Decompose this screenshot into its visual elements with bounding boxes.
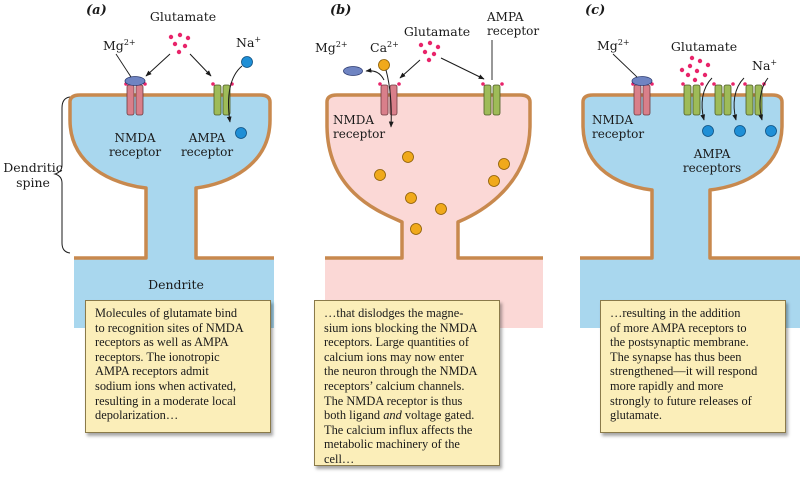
panel-a-caption: Molecules of glutamate bind to recogniti… [85, 300, 271, 433]
panel-b-ca-entry-arrow [385, 69, 394, 128]
panel-a-letter: (a) [86, 3, 107, 18]
panel-a-na-entry-arrow [226, 65, 243, 123]
panel-b-caption-before: …that dislodges the magne- sium ions blo… [324, 306, 478, 423]
panel-c-mg-ion [631, 76, 653, 86]
panel-b-letter: (b) [330, 3, 351, 18]
panel-b-mg-exit-arrow [365, 67, 385, 81]
panel-a-mg-label: Mg2+ [103, 38, 136, 53]
panel-b-glutamate-arrow-nmda [399, 59, 421, 79]
panel-b: (b) Mg2+ Ca2+ Glutamate [315, 3, 543, 328]
panel-c-glutamate-label: Glutamate [671, 39, 737, 54]
panel-c-glutamate-molecules [679, 55, 711, 83]
panel-b-ca-ion-outside [378, 59, 390, 71]
panel-c-mg-label: Mg2+ [597, 38, 630, 53]
panel-a-glutamate-molecules [168, 32, 191, 55]
panel-b-ca-label: Ca2+ [370, 40, 399, 55]
panel-a-dendrite-label: Dendrite [148, 277, 204, 292]
panel-c-na-entry-arrows [700, 77, 769, 121]
side-label-dendritic: Dendritic [3, 160, 62, 175]
panel-b-calcium-ions-inside [374, 151, 510, 235]
panel-b-caption-italic: and [383, 408, 402, 423]
panel-a-na-ion-outside [241, 56, 253, 68]
panel-c-mg-pointer [612, 53, 638, 78]
panel-b-glutamate-label: Glutamate [404, 24, 470, 39]
panel-c-letter: (c) [585, 3, 605, 18]
panel-a-mg-ion [124, 76, 146, 86]
panel-b-spine-fill [327, 95, 530, 258]
panel-c-membrane [580, 93, 800, 260]
panel-b-caption: …that dislodges the magne- sium ions blo… [314, 300, 500, 466]
panel-b-glutamate-arrow-ampa [440, 57, 485, 80]
panel-a-na-ion-inside [235, 127, 247, 139]
panel-c-na-ions-inside [702, 125, 777, 137]
panel-b-caption-after: voltage gated. The calcium influx affect… [324, 408, 475, 466]
panel-a-mg-pointer [115, 53, 132, 78]
panel-b-ampa-receptor [481, 82, 504, 116]
panel-a-na-label: Na+ [236, 35, 261, 50]
panel-c-spine-fill [583, 95, 782, 258]
panel-a-spine-fill [70, 95, 270, 258]
panel-a-glutamate-arrow-ampa [189, 53, 212, 77]
panel-c: (c) Mg2+ [580, 3, 800, 328]
panel-a: (a) Mg2+ Glutamate Na+ [68, 3, 274, 328]
panel-c-na-label: Na+ [752, 58, 777, 73]
side-label-spine: spine [16, 175, 50, 190]
panel-a-glutamate-label: Glutamate [150, 9, 216, 24]
panel-b-membrane [325, 93, 543, 260]
panel-c-caption: …resulting in the addition of more AMPA … [600, 300, 786, 433]
panel-a-membrane [68, 93, 274, 260]
dendritic-spine-bracket [53, 96, 71, 254]
panel-b-glutamate-molecules [418, 40, 441, 63]
panel-a-glutamate-arrow-nmda [145, 53, 171, 77]
panel-b-mg-ion [343, 66, 363, 76]
panel-b-mg-label: Mg2+ [315, 40, 348, 55]
panel-c-ampa-receptors [681, 82, 766, 116]
panel-b-nmda-receptor [378, 82, 401, 116]
